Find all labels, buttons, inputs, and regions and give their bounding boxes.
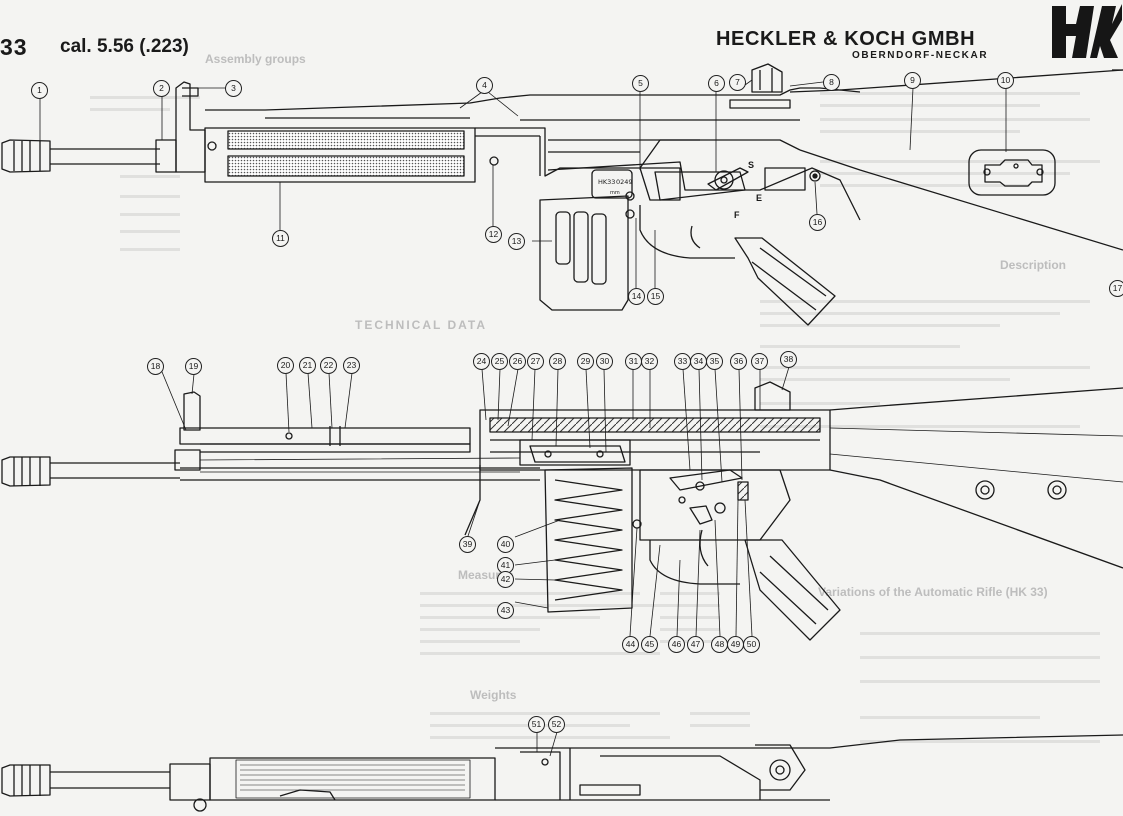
variations-heading: Variations of the Automatic Rifle (HK 33… xyxy=(818,585,1048,599)
callout-22: 22 xyxy=(320,357,337,374)
callout-5: 5 xyxy=(632,75,649,92)
callout-37: 37 xyxy=(751,353,768,370)
assembly-groups-heading: Assembly groups xyxy=(205,52,306,66)
top-rifle-view xyxy=(1,63,1123,326)
callout-32: 32 xyxy=(641,353,658,370)
callout-35: 35 xyxy=(706,353,723,370)
callout-12: 12 xyxy=(485,226,502,243)
bottom-rifle-view xyxy=(1,734,1123,812)
hk-logo-icon xyxy=(1052,4,1122,58)
callout-42: 42 xyxy=(497,571,514,588)
selector-mark-safe: S xyxy=(748,160,755,170)
callout-48: 48 xyxy=(711,636,728,653)
callout-38: 38 xyxy=(780,351,797,368)
callout-6: 6 xyxy=(708,75,725,92)
callout-43: 43 xyxy=(497,602,514,619)
callout-33: 33 xyxy=(674,353,691,370)
callout-15: 15 xyxy=(647,288,664,305)
model-number: 33 xyxy=(0,34,28,60)
callout-52: 52 xyxy=(548,716,565,733)
receiver-marking-unit: mm xyxy=(610,190,620,196)
callout-40: 40 xyxy=(497,536,514,553)
callout-2: 2 xyxy=(153,80,170,97)
callout-19: 19 xyxy=(185,358,202,375)
callout-1: 1 xyxy=(31,82,48,99)
cutaway-rifle-view xyxy=(1,381,1123,641)
callout-29: 29 xyxy=(577,353,594,370)
callout-9: 9 xyxy=(904,72,921,89)
callout-14: 14 xyxy=(628,288,645,305)
description-heading: Description xyxy=(1000,258,1067,272)
technical-data-heading: TECHNICAL DATA xyxy=(355,318,487,332)
callout-10: 10 xyxy=(997,72,1014,89)
callout-23: 23 xyxy=(343,357,360,374)
callout-44: 44 xyxy=(622,636,639,653)
callout-50: 50 xyxy=(743,636,760,653)
callout-27: 27 xyxy=(527,353,544,370)
callout-3: 3 xyxy=(225,80,242,97)
callout-21: 21 xyxy=(299,357,316,374)
callout-4: 4 xyxy=(476,77,493,94)
callout-46: 46 xyxy=(668,636,685,653)
callout-16: 16 xyxy=(809,214,826,231)
callout-13: 13 xyxy=(508,233,525,250)
callout-36: 36 xyxy=(730,353,747,370)
callout-39: 39 xyxy=(459,536,476,553)
callout-45: 45 xyxy=(641,636,658,653)
selector-mark-fire: F xyxy=(734,210,740,220)
callout-34: 34 xyxy=(690,353,707,370)
callout-25: 25 xyxy=(491,353,508,370)
callout-26: 26 xyxy=(509,353,526,370)
receiver-marking-serial: 0249 xyxy=(616,178,633,186)
caliber-label: cal. 5.56 (.223) xyxy=(60,36,189,57)
company-city: OBERNDORF-NECKAR xyxy=(852,50,989,61)
callout-18: 18 xyxy=(147,358,164,375)
company-name: HECKLER & KOCH GMBH xyxy=(716,28,976,50)
callout-17: 17 xyxy=(1109,280,1123,297)
callout-31: 31 xyxy=(625,353,642,370)
receiver-marking-model: HK33 xyxy=(598,178,615,186)
callout-51: 51 xyxy=(528,716,545,733)
callout-28: 28 xyxy=(549,353,566,370)
leader-lines xyxy=(39,79,1007,757)
callout-7: 7 xyxy=(729,74,746,91)
callout-30: 30 xyxy=(596,353,613,370)
callout-24: 24 xyxy=(473,353,490,370)
callout-20: 20 xyxy=(277,357,294,374)
callout-49: 49 xyxy=(727,636,744,653)
callout-11: 11 xyxy=(272,230,289,247)
callout-47: 47 xyxy=(687,636,704,653)
selector-mark-single: E xyxy=(756,193,763,203)
callout-8: 8 xyxy=(823,74,840,91)
weights-heading: Weights xyxy=(470,688,517,702)
